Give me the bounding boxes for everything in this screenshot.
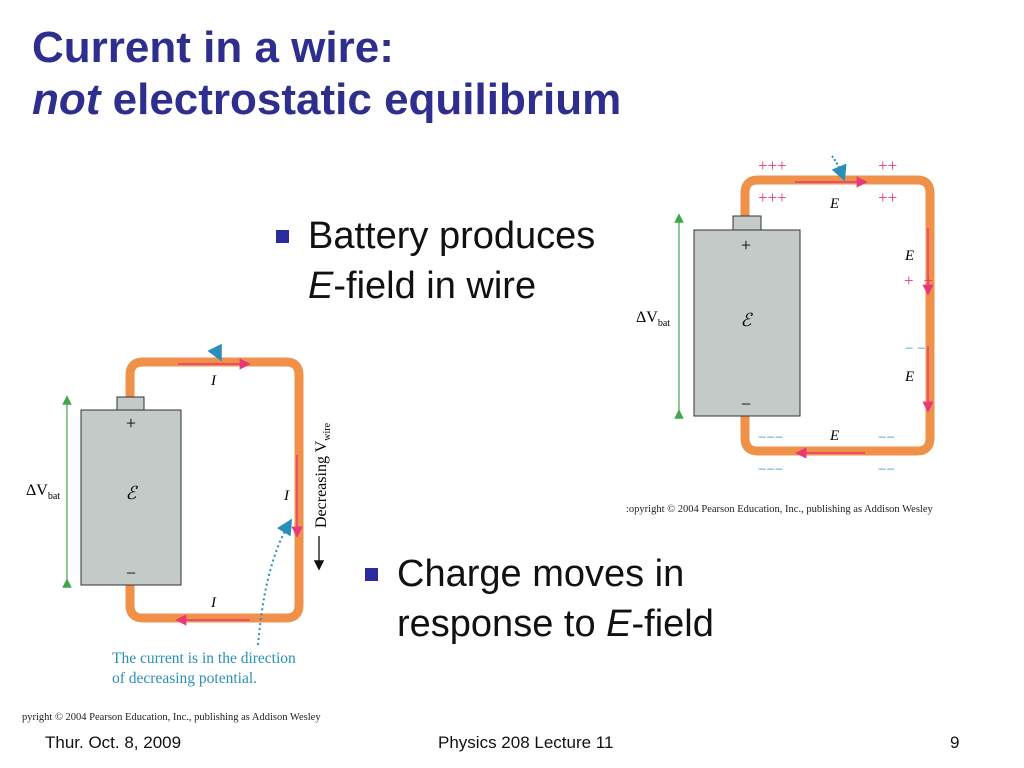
delta-v-label: ΔVbat <box>26 482 60 502</box>
bullet-2-line-2: response to E-field <box>397 599 714 649</box>
battery-minus: − <box>126 563 136 583</box>
charge-top-inner-left: +++ <box>758 188 787 207</box>
bullet-2-rest: -field <box>631 603 714 645</box>
battery-plus: + <box>126 413 136 433</box>
battery-terminal <box>732 215 762 232</box>
footer-date: Thur. Oct. 8, 2009 <box>45 733 182 752</box>
bullet-1: Battery produces E-field in wire <box>276 211 596 311</box>
bullet-2-italic: E <box>606 603 632 645</box>
right-circuit-figure: + ℰ − ΔVbat +++ ++ +++ ++ ++ − − −−− −− … <box>636 155 943 478</box>
top-pointer <box>207 343 222 362</box>
footer-page-number: 9 <box>950 733 960 752</box>
bullet-2-line-1: Charge moves in <box>397 553 685 595</box>
charge-bottom-outer-left: −−− <box>758 462 783 478</box>
charge-top-outer-right: ++ <box>878 156 897 175</box>
current-label-top: I <box>210 373 217 389</box>
charge-top-outer-left: +++ <box>758 156 787 175</box>
footer-course: Physics 208 Lecture 11 <box>438 733 614 752</box>
charge-bottom-inner-left: −−− <box>758 430 783 446</box>
battery-emf: ℰ <box>741 310 754 330</box>
left-copyright: pyright © 2004 Pearson Education, Inc., … <box>22 712 321 723</box>
battery-minus: − <box>741 394 751 414</box>
caption-line-2: of decreasing potential. <box>112 670 258 687</box>
charge-top-inner-right: ++ <box>878 188 897 207</box>
charge-bottom-outer-right: −− <box>878 462 895 478</box>
battery-plus: + <box>741 235 751 255</box>
current-label-right: I <box>283 488 290 504</box>
bullet-square-icon <box>365 568 378 581</box>
battery-emf: ℰ <box>126 483 139 503</box>
title-line-2: not electrostatic equilibrium <box>32 74 621 126</box>
bullet-2: Charge moves in response to E-field <box>365 549 714 649</box>
title-italic-word: not <box>32 75 101 124</box>
efield-label-top: E <box>829 196 839 212</box>
title-line-2-rest: electrostatic equilibrium <box>100 75 622 124</box>
efield-label-right-lower: E <box>904 369 914 385</box>
decreasing-v-label: Decreasing Vwire <box>313 422 333 528</box>
delta-v-label: ΔVbat <box>636 309 670 329</box>
efield-label-right-upper: E <box>904 248 914 264</box>
wire-loop <box>740 175 935 456</box>
caption-line-1: The current is in the direction <box>112 650 296 667</box>
right-copyright: :opyright © 2004 Pearson Education, Inc.… <box>626 504 933 515</box>
caption-pointer <box>257 518 293 646</box>
bullet-1-rest: -field in wire <box>333 265 537 307</box>
battery-body <box>693 229 801 417</box>
left-figure-caption: The current is in the direction of decre… <box>112 649 296 689</box>
title-line-1: Current in a wire: <box>32 23 394 72</box>
bullet-2-pre: response to <box>397 603 607 645</box>
battery-body <box>80 409 182 586</box>
bullet-1-italic: E <box>308 265 334 307</box>
bullet-1-line-1: Battery produces <box>308 215 596 257</box>
bullet-square-icon <box>276 230 289 243</box>
efield-label-bottom: E <box>829 428 839 444</box>
slide-title: Current in a wire: not electrostatic equ… <box>32 22 621 126</box>
battery-terminal <box>116 396 145 412</box>
charge-right-minus: − − <box>905 341 926 357</box>
wire-loop <box>125 357 304 623</box>
bullet-1-line-2: E-field in wire <box>308 261 595 311</box>
top-pointer <box>831 155 847 182</box>
left-circuit-figure: + ℰ − ΔVbat I I I Decreasing Vwire <box>26 343 333 646</box>
current-label-bottom: I <box>210 595 217 611</box>
charge-bottom-inner-right: −− <box>878 430 895 446</box>
charge-right-plus: ++ <box>904 271 943 290</box>
